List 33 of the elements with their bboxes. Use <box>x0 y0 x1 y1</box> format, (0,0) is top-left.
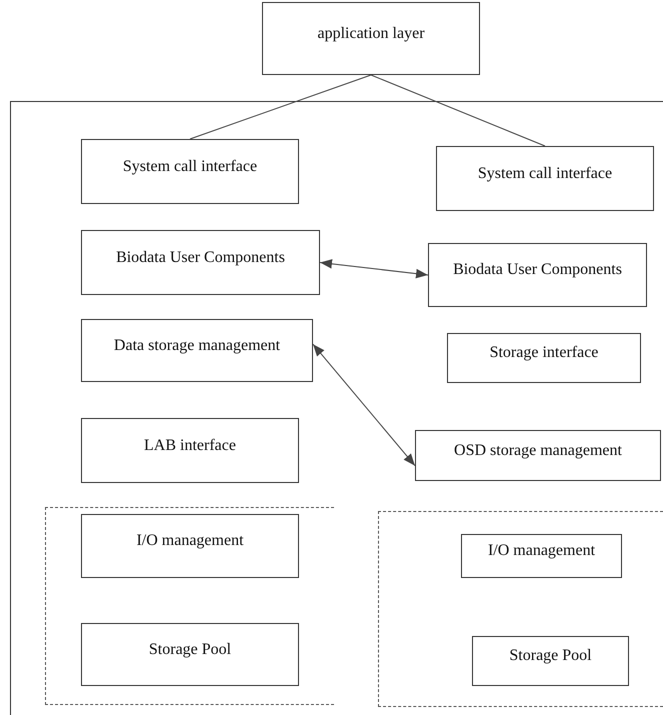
box-label: OSD storage management <box>454 442 622 460</box>
process-box <box>81 418 299 483</box>
box-label: application layer <box>317 24 425 42</box>
box-label: Biodata User Components <box>453 261 622 279</box>
process-box <box>436 146 654 211</box>
process-box <box>472 636 629 686</box>
connector-line <box>190 74 372 140</box>
process-box <box>81 139 299 204</box>
box-label: I/O management <box>488 542 596 560</box>
double-arrow <box>312 344 416 466</box>
box-label: Storage interface <box>490 344 598 362</box>
box-label: Storage Pool <box>509 647 592 665</box>
process-box <box>415 430 661 481</box>
process-box <box>81 319 313 382</box>
box-label: Storage Pool <box>148 640 232 658</box>
process-box <box>81 623 299 686</box>
frame-box <box>10 101 663 715</box>
dashed-group-box <box>45 507 334 705</box>
box-label: I/O management <box>136 532 244 550</box>
dashed-group-box <box>378 511 663 707</box>
process-box <box>428 243 647 307</box>
process-box <box>461 534 622 578</box>
box-label: LAB interface <box>144 436 236 454</box>
double-arrow <box>320 259 428 278</box>
process-box <box>81 514 299 578</box>
process-box <box>262 2 480 75</box>
box-label: System call interface <box>122 158 258 176</box>
box-label: System call interface <box>478 164 612 182</box>
box-label: Biodata User Components <box>116 248 285 266</box>
box-label: Data storage management <box>114 336 280 354</box>
process-box <box>447 333 641 383</box>
connector-line <box>370 74 546 146</box>
process-box <box>81 230 320 295</box>
